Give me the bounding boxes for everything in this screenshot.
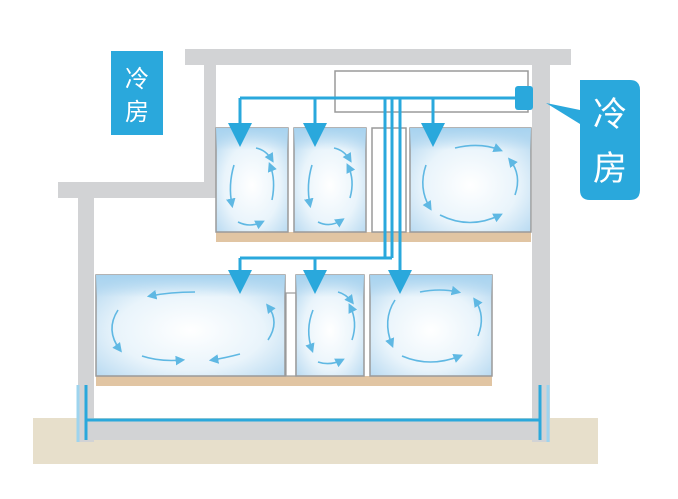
upper-floor-rooms	[215, 127, 532, 233]
svg-text:冷: 冷	[125, 65, 149, 93]
right-cooling-callout: 冷 房	[546, 80, 640, 200]
svg-text:冷: 冷	[593, 95, 627, 135]
foundation-duct	[84, 385, 542, 440]
svg-text:房: 房	[125, 98, 149, 126]
airflow-arrows-lower	[111, 285, 483, 368]
air-ducts	[228, 96, 518, 294]
left-cooling-tag: 冷 房	[111, 51, 163, 135]
svg-text:房: 房	[593, 149, 627, 189]
indoor-ac-unit	[515, 86, 533, 110]
first-floor-slab	[96, 376, 492, 386]
house-structure	[58, 49, 571, 442]
second-floor-slab	[216, 232, 531, 242]
airflow-arrows-upper	[226, 143, 519, 230]
